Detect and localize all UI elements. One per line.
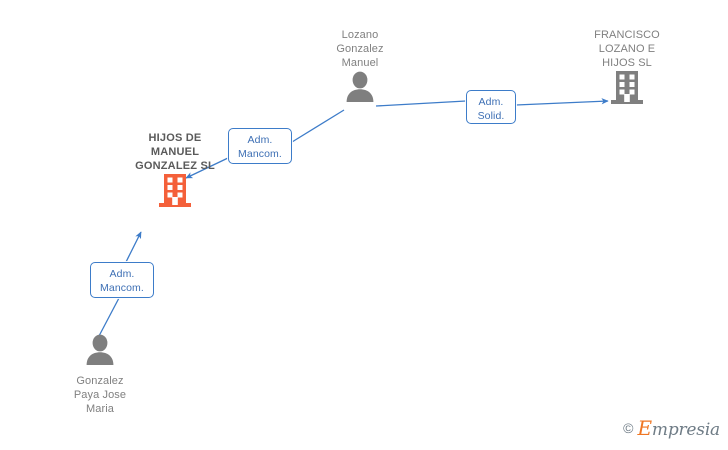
company-building-icon	[93, 173, 257, 214]
node-label: Gonzalez Paya Jose Maria	[73, 375, 127, 415]
copyright-icon: ©	[623, 420, 634, 436]
node-francisco-lozano-e-hijos-sl[interactable]: FRANCISCO LOZANO E HIJOS SL	[570, 28, 684, 111]
node-label: Lozano Gonzalez Manuel	[336, 29, 384, 69]
node-label: FRANCISCO LOZANO E HIJOS SL	[594, 29, 660, 69]
brand-initial: E	[637, 416, 653, 440]
node-hijos-de-manuel-gonzalez-sl[interactable]: HIJOS DE MANUEL GONZALEZ SL	[93, 131, 257, 214]
relation-label-adm-mancom-bottom[interactable]: Adm. Mancom.	[90, 262, 154, 298]
relation-label-adm-solid[interactable]: Adm. Solid.	[466, 90, 516, 124]
relation-label-adm-mancom-top[interactable]: Adm. Mancom.	[228, 128, 292, 164]
relation-line-1: Adm.	[247, 134, 273, 146]
relation-line-2: Mancom.	[100, 282, 144, 294]
person-icon	[303, 70, 417, 107]
company-building-icon	[570, 70, 684, 111]
node-gonzalez-paya-jose-maria[interactable]: Gonzalez Paya Jose Maria	[44, 333, 156, 416]
relation-line-2: Mancom.	[238, 148, 282, 160]
brand-name: Empresia	[638, 416, 721, 440]
relation-line-1: Adm.	[109, 268, 135, 280]
brand-rest: mpresia	[651, 420, 720, 440]
node-lozano-gonzalez-manuel[interactable]: Lozano Gonzalez Manuel	[303, 28, 417, 107]
relation-line-2: Solid.	[477, 110, 505, 122]
empresia-watermark: © Empresia	[623, 416, 720, 440]
person-icon	[44, 333, 156, 370]
relation-line-1: Adm.	[478, 96, 504, 108]
node-label: HIJOS DE MANUEL GONZALEZ SL	[135, 132, 215, 172]
